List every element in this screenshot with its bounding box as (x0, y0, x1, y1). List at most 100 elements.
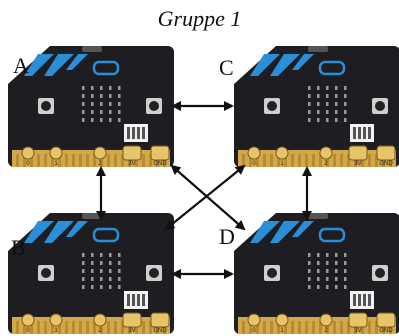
pin-pad (275, 313, 289, 327)
pin-tooth (375, 154, 378, 167)
pin-tooth (37, 321, 40, 334)
pin-tooth (277, 321, 280, 334)
qr-bar (132, 127, 135, 139)
led (326, 269, 329, 273)
pin-tooth (249, 154, 252, 167)
led (335, 269, 338, 273)
pin-tooth (93, 321, 96, 334)
led (118, 86, 121, 90)
qr-bar (132, 294, 135, 306)
pin-tooth (270, 321, 273, 334)
pin-tooth (312, 321, 315, 334)
pin-label: 0 (252, 161, 256, 167)
logo-icon (92, 60, 120, 76)
pin-label: GND (153, 328, 167, 334)
led (82, 94, 85, 98)
pin-tooth (347, 154, 350, 167)
qr-bar (353, 127, 356, 139)
board-accent-stripe (292, 54, 314, 70)
led (109, 94, 112, 98)
led (308, 285, 311, 289)
led (308, 269, 311, 273)
led (91, 285, 94, 289)
pin-tooth (93, 154, 96, 167)
logo-icon (318, 227, 346, 243)
pin-tooth (23, 154, 26, 167)
pin-tooth (16, 321, 19, 334)
pin-tooth (256, 154, 259, 167)
pin-tooth (114, 321, 117, 334)
led (91, 86, 94, 90)
led (344, 277, 347, 281)
led (344, 118, 347, 122)
led (91, 94, 94, 98)
led (344, 261, 347, 265)
led (326, 118, 329, 122)
qr-bar (127, 127, 130, 139)
led (109, 110, 112, 114)
led (335, 86, 338, 90)
pin-tooth (340, 321, 343, 334)
pin-tooth (86, 154, 89, 167)
pin-pad (150, 145, 170, 161)
qr-bar (368, 294, 371, 306)
led (118, 285, 121, 289)
pin-tooth (263, 321, 266, 334)
pin-tooth (298, 321, 301, 334)
led (308, 86, 311, 90)
pin-tooth (51, 321, 54, 334)
pin-tooth (242, 154, 245, 167)
pin-tooth (30, 321, 33, 334)
pin-tooth (65, 154, 68, 167)
pin-tooth (291, 154, 294, 167)
logo-icon (92, 227, 120, 243)
usb-connector (308, 46, 328, 52)
led (344, 269, 347, 273)
led (317, 277, 320, 281)
pin-label: 3V (128, 161, 135, 167)
pin-label: GND (379, 161, 393, 167)
pin-tooth (100, 321, 103, 334)
board-accent-stripe (24, 221, 54, 243)
led (308, 102, 311, 106)
led (91, 102, 94, 106)
led (91, 261, 94, 265)
board-label-b: B (11, 235, 26, 260)
button-cap (41, 268, 51, 278)
qr-bar (142, 127, 145, 139)
led (317, 261, 320, 265)
board-accent-stripe (44, 221, 74, 243)
qr-bar (363, 294, 366, 306)
pin-label: 0 (26, 161, 30, 167)
pin-tooth (249, 321, 252, 334)
pin-tooth (149, 154, 152, 167)
led (91, 277, 94, 281)
led (100, 285, 103, 289)
pin-pad (150, 312, 170, 328)
led (317, 110, 320, 114)
pin-tooth (121, 154, 124, 167)
led (118, 118, 121, 122)
led (308, 261, 311, 265)
pin-pad (247, 146, 261, 160)
pin-tooth (142, 321, 145, 334)
pin-pad (93, 313, 107, 327)
pin-tooth (79, 321, 82, 334)
pin-label: 2 (324, 328, 328, 334)
diagram-title: Gruppe 1 (157, 6, 242, 31)
pin-tooth (333, 154, 336, 167)
pin-tooth (319, 321, 322, 334)
pin-tooth (58, 321, 61, 334)
led (100, 269, 103, 273)
led (91, 118, 94, 122)
pin-pad (21, 313, 35, 327)
pin-tooth (107, 154, 110, 167)
pin-tooth (333, 321, 336, 334)
board-accent-stripe (292, 221, 314, 237)
led (335, 277, 338, 281)
pin-tooth (319, 154, 322, 167)
led (100, 118, 103, 122)
pin-label: 3V (354, 328, 361, 334)
led (118, 269, 121, 273)
